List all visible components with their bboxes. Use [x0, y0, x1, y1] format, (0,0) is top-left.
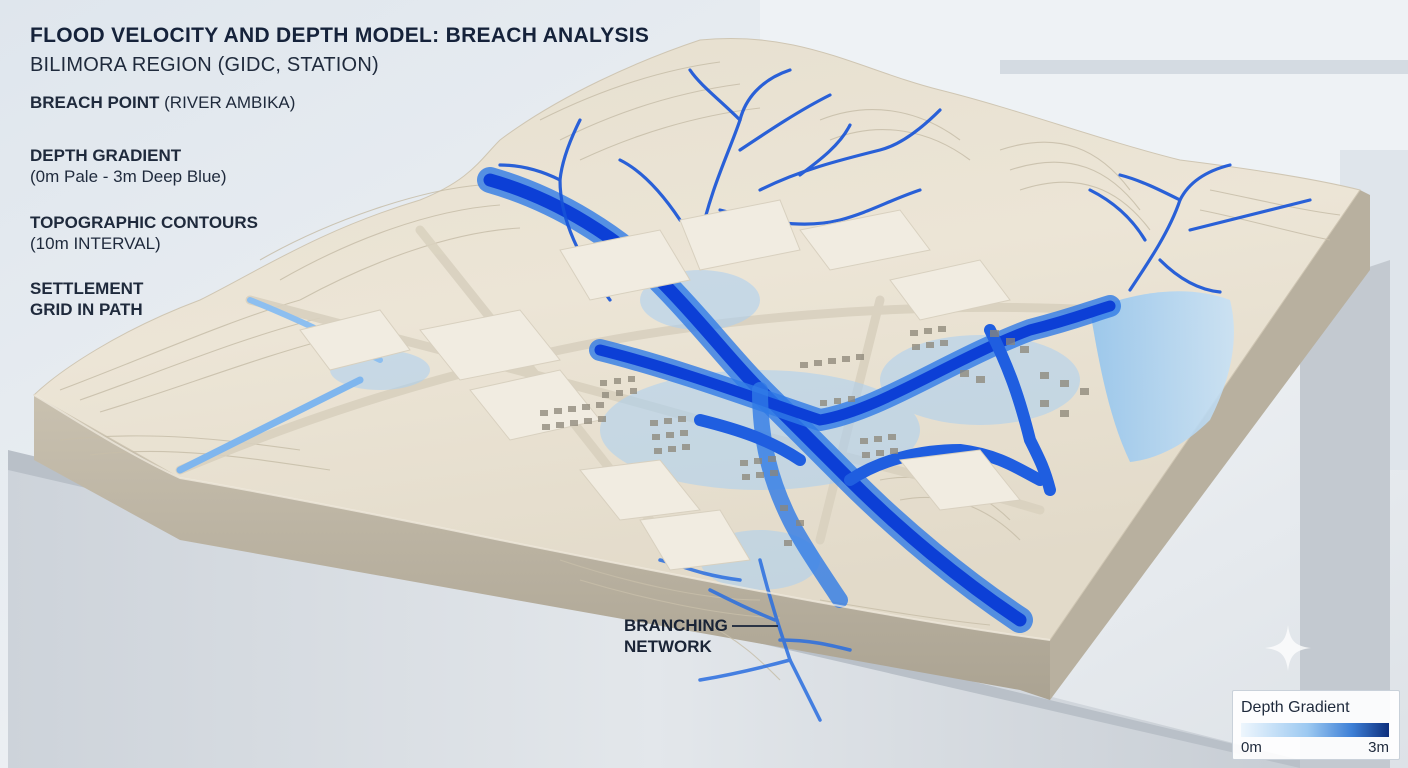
- depth-min-label: 0m: [1241, 739, 1262, 756]
- label-depth-gradient: DEPTH GRADIENT (0m Pale - 3m Deep Blue): [30, 145, 227, 187]
- depth-gradient-legend: Depth Gradient 0m 3m: [1232, 690, 1400, 760]
- label-breach-point: BREACH POINT (RIVER AMBIKA): [30, 92, 295, 113]
- sparkle-icon: [1265, 625, 1311, 671]
- page-title: FLOOD VELOCITY AND DEPTH MODEL: BREACH A…: [30, 24, 650, 47]
- label-depth-gradient-bold: DEPTH GRADIENT: [30, 146, 182, 165]
- label-topographic-contours-detail: (10m INTERVAL): [30, 234, 161, 253]
- label-topographic-contours-bold: TOPOGRAPHIC CONTOURS: [30, 213, 258, 232]
- depth-color-bar: [1241, 723, 1389, 737]
- callout-leader-line: [732, 625, 778, 627]
- label-settlement-grid: SETTLEMENT GRID IN PATH: [30, 278, 143, 320]
- page-subtitle: BILIMORA REGION (GIDC, STATION): [30, 54, 379, 76]
- label-breach-point-bold: BREACH POINT: [30, 93, 160, 112]
- callout-line2: NETWORK: [624, 637, 712, 656]
- label-topographic-contours: TOPOGRAPHIC CONTOURS (10m INTERVAL): [30, 212, 258, 254]
- label-breach-point-light: (RIVER AMBIKA): [159, 93, 296, 112]
- depth-max-label: 3m: [1368, 739, 1389, 756]
- callout-branching-network: BRANCHING NETWORK: [624, 615, 728, 657]
- callout-line1: BRANCHING: [624, 616, 728, 635]
- label-depth-gradient-detail: (0m Pale - 3m Deep Blue): [30, 167, 227, 186]
- depth-legend-title: Depth Gradient: [1241, 699, 1350, 716]
- label-settlement-line1: SETTLEMENT: [30, 279, 144, 298]
- label-settlement-line2: GRID IN PATH: [30, 300, 143, 319]
